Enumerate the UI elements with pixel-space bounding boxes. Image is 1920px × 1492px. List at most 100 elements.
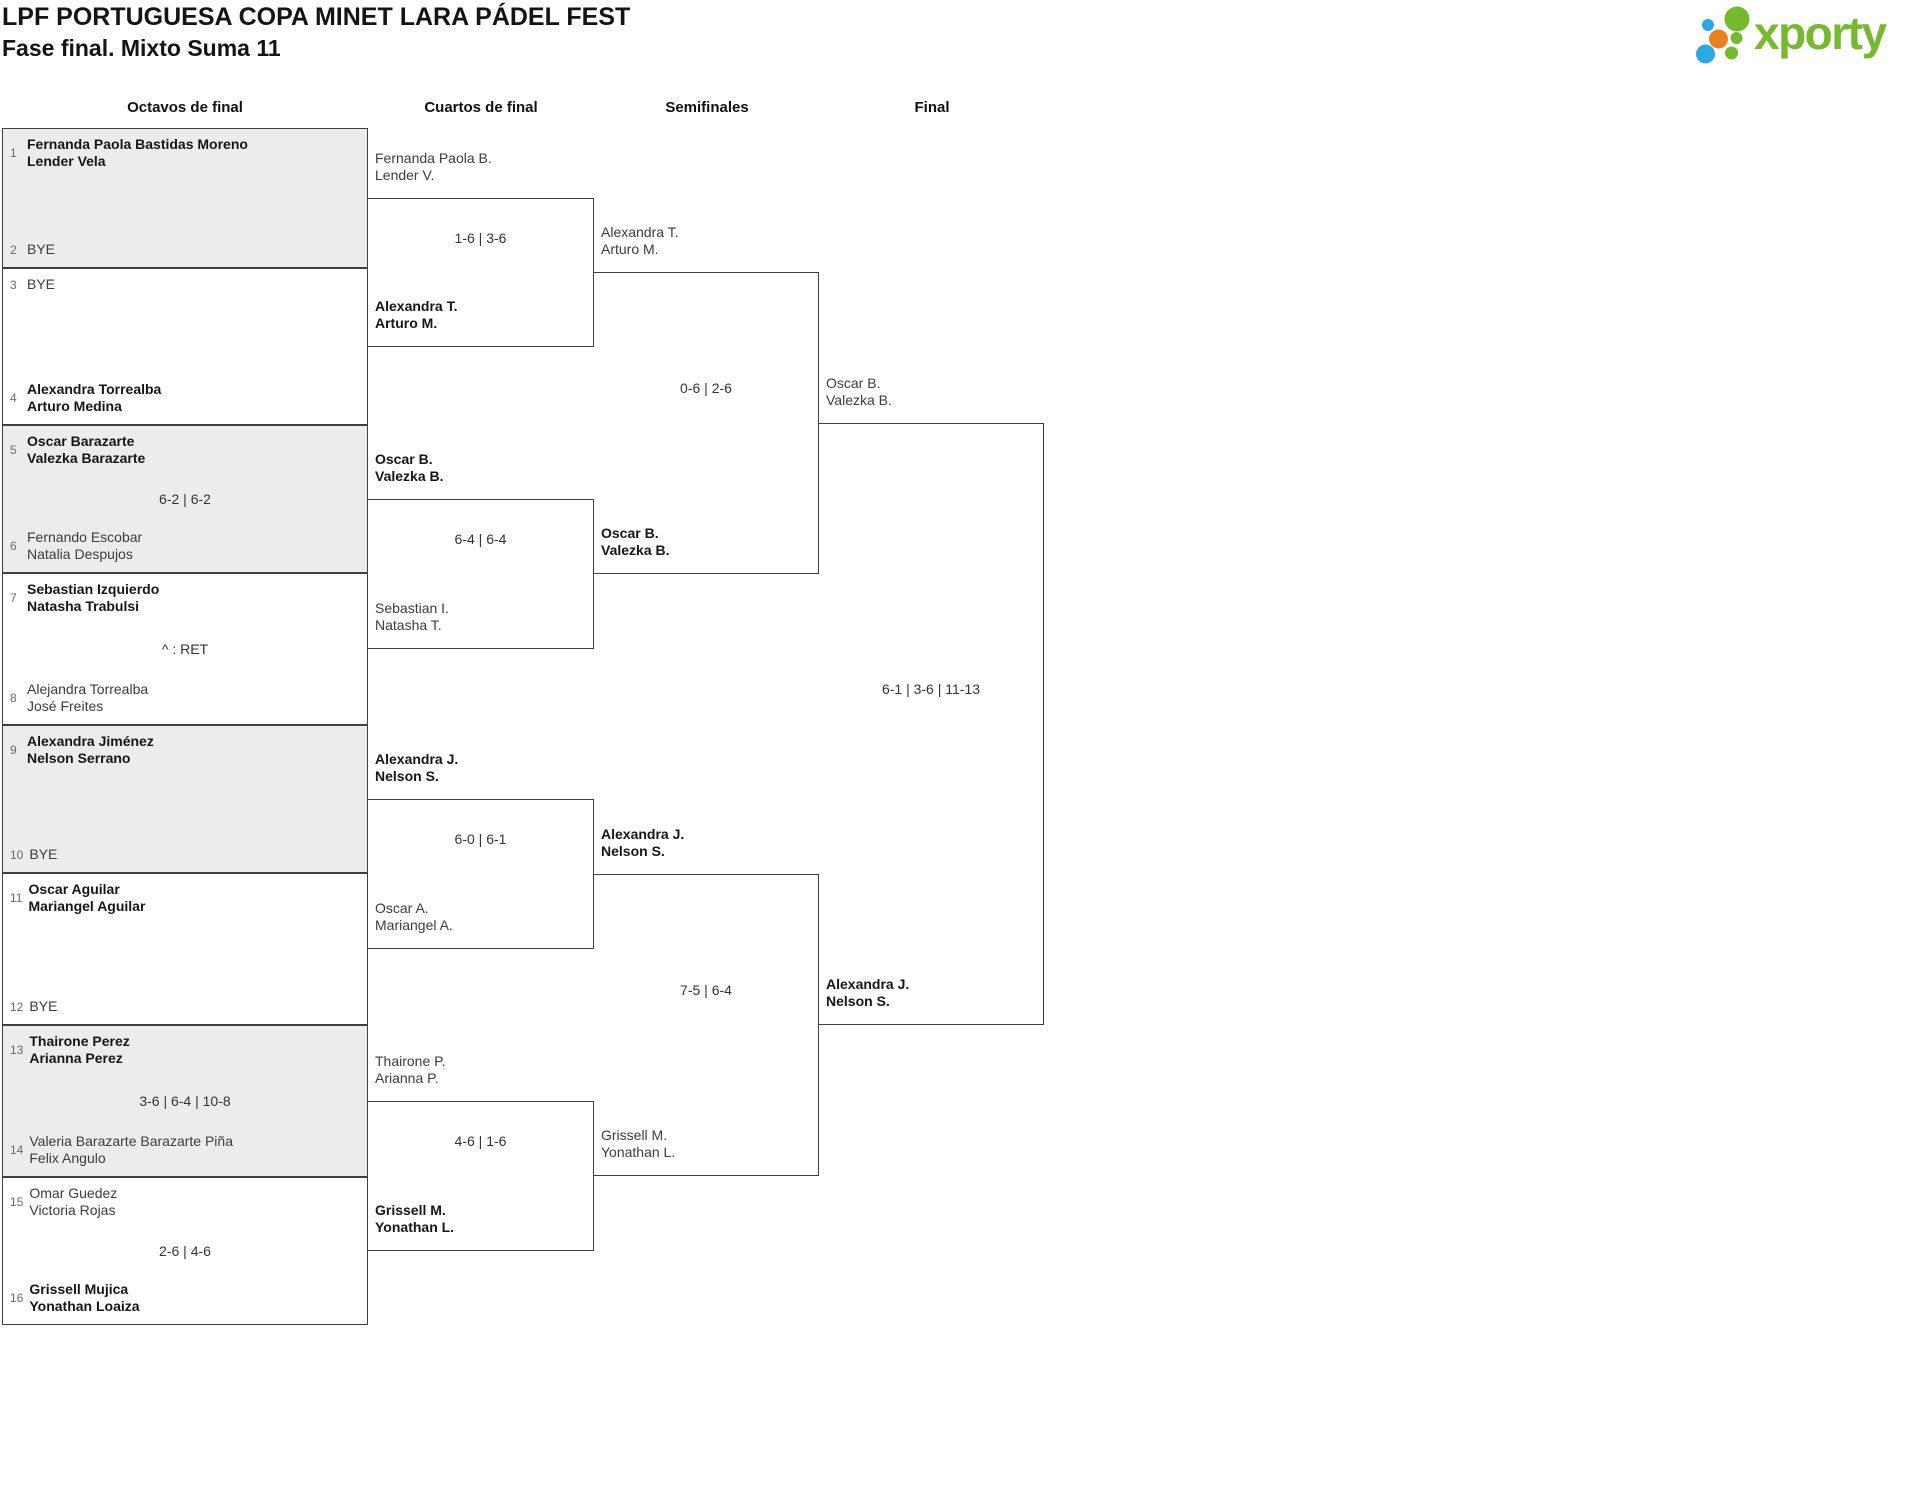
team-name-line: Alexandra Torrealba	[27, 381, 162, 397]
team-name-line: Natasha Trabulsi	[27, 598, 140, 614]
team-name-line: Lender V.	[375, 167, 435, 183]
match-cuartos-4: Thairone P. Arianna P. 4-6 | 1-6 Grissel…	[368, 1053, 594, 1251]
team-name-line: Arturo M.	[601, 241, 659, 257]
team-names: BYE	[27, 241, 55, 258]
match-cuartos-2: Oscar B. Valezka B. 6-4 | 6-4 Sebastian …	[368, 451, 594, 649]
team-name-line: Oscar Aguilar	[28, 881, 120, 897]
seed-number: 5	[10, 443, 17, 457]
round-header-final: Final	[914, 99, 950, 116]
team-entry: 5 Oscar Barazarte Valezka Barazarte	[10, 433, 361, 467]
team-names: Alexandra Jiménez Nelson Serrano	[27, 733, 154, 767]
team-entry: Alexandra J. Nelson S.	[375, 751, 458, 785]
team-name-line: Alexandra J.	[826, 976, 910, 992]
seed-number: 13	[10, 1043, 24, 1057]
team-entry: 12 BYE	[10, 998, 361, 1015]
seed-number: 4	[10, 391, 17, 405]
round-header-octavos: Octavos de final	[127, 99, 243, 116]
logo-dot-green-bottom	[1725, 46, 1738, 60]
team-name-line: Thairone Perez	[29, 1033, 130, 1049]
team-name-line: Sebastian I.	[375, 600, 449, 616]
team-names: BYE	[29, 846, 57, 863]
team-name-line: Oscar B.	[826, 375, 881, 391]
logo-dot-orange	[1709, 29, 1728, 49]
team-entry: Alexandra T. Arturo M.	[601, 224, 679, 258]
team-entry: 15 Omar Guedez Victoria Rojas	[10, 1185, 361, 1219]
round-header-cuartos: Cuartos de final	[424, 99, 538, 116]
match-semifinal-1: Alexandra T. Arturo M. 0-6 | 2-6 Oscar B…	[594, 224, 819, 574]
team-name-line: Valezka Barazarte	[27, 450, 146, 466]
team-name-line: Arturo Medina	[27, 398, 122, 414]
team-name-line: Valezka B.	[601, 542, 670, 558]
seed-number: 12	[10, 999, 24, 1014]
team-names: Fernando Escobar Natalia Despujos	[27, 529, 142, 563]
seed-number: 8	[10, 691, 17, 705]
team-name-line: Yonathan L.	[601, 1144, 676, 1160]
team-name-line: Fernando Escobar	[27, 529, 143, 545]
team-entry: Oscar B. Valezka B.	[826, 375, 892, 409]
page-subtitle: Fase final. Mixto Suma 11	[2, 35, 281, 61]
team-entry: 13 Thairone Perez Arianna Perez	[10, 1033, 361, 1067]
team-names: Alejandra Torrealba José Freites	[27, 681, 148, 715]
team-entry: 3 BYE	[10, 276, 361, 293]
team-name-line: Arturo M.	[375, 315, 438, 331]
seed-number: 6	[10, 539, 17, 553]
logo-dot-blue-large	[1696, 44, 1715, 64]
match-score: 2-6 | 4-6	[159, 1243, 211, 1259]
team-name-line: Alexandra T.	[375, 298, 458, 314]
match-score: 7-5 | 6-4	[680, 982, 732, 998]
match-score: 6-0 | 6-1	[454, 831, 507, 847]
match-octavos-4: 7 Sebastian Izquierdo Natasha Trabulsi ^…	[2, 573, 368, 725]
match-score: 0-6 | 2-6	[680, 380, 732, 396]
team-name-line: Grissell M.	[375, 1202, 446, 1218]
team-entry: 11 Oscar Aguilar Mariangel Aguilar	[10, 881, 361, 915]
team-name-line: BYE	[29, 846, 58, 862]
team-name-line: Alexandra T.	[601, 224, 679, 240]
team-names: Thairone Perez Arianna Perez	[29, 1033, 129, 1067]
team-name-line: Nelson S.	[601, 843, 665, 859]
team-name-line: Nelson S.	[826, 993, 890, 1009]
match-cuartos-1: Fernanda Paola B. Lender V. 1-6 | 3-6 Al…	[368, 150, 594, 347]
team-entry: Sebastian I. Natasha T.	[375, 600, 449, 634]
match-octavos-8: 15 Omar Guedez Victoria Rojas 2-6 | 4-6 …	[2, 1177, 368, 1325]
team-name-line: BYE	[27, 241, 56, 257]
match-score: 3-6 | 6-4 | 10-8	[139, 1093, 231, 1109]
team-name-line: Arianna P.	[375, 1070, 439, 1086]
page-title: LPF PORTUGUESA COPA MINET LARA PÁDEL FES…	[2, 3, 631, 31]
round-header-semifinales: Semifinales	[665, 99, 749, 116]
logo-dot-green-large	[1724, 6, 1750, 32]
team-entry: 14 Valeria Barazarte Barazarte Piña Feli…	[10, 1133, 361, 1167]
team-entry: Alexandra J. Nelson S.	[826, 976, 909, 1010]
match-octavos-2: 3 BYE 4 Alexandra Torrealba Arturo Medin…	[2, 268, 368, 425]
match-final: Oscar B. Valezka B. 6-1 | 3-6 | 11-13 Al…	[819, 375, 1044, 1025]
team-name-line: Fernanda Paola Bastidas Moreno	[27, 136, 248, 152]
team-entry: Oscar A. Mariangel A.	[375, 900, 453, 934]
match-octavos-3: 5 Oscar Barazarte Valezka Barazarte 6-2 …	[2, 425, 368, 573]
match-octavos-5: 9 Alexandra Jiménez Nelson Serrano 10 BY…	[2, 725, 368, 873]
team-name-line: Sebastian Izquierdo	[27, 581, 160, 597]
team-name-line: Valezka B.	[375, 468, 444, 484]
team-entry: Oscar B. Valezka B.	[375, 451, 444, 485]
seed-number: 14	[10, 1143, 24, 1157]
team-entry: Alexandra T. Arturo M.	[375, 298, 457, 332]
team-name-line: Valezka B.	[826, 392, 892, 408]
match-score: 4-6 | 1-6	[454, 1133, 507, 1149]
xporty-logo[interactable]: xporty	[1690, 4, 1920, 66]
team-names: Oscar Barazarte Valezka Barazarte	[27, 433, 145, 467]
team-names: Alexandra Torrealba Arturo Medina	[27, 381, 161, 415]
team-name-line: BYE	[27, 276, 56, 292]
team-name-line: Nelson S.	[375, 768, 439, 784]
team-name-line: Natasha T.	[375, 617, 442, 633]
match-octavos-1: 1 Fernanda Paola Bastidas Moreno Lender …	[2, 128, 368, 268]
team-name-line: Thairone P.	[375, 1053, 446, 1069]
logo-wordmark: xporty	[1754, 7, 1888, 59]
seed-number: 1	[10, 146, 17, 160]
team-name-line: BYE	[29, 998, 58, 1014]
seed-number: 3	[10, 277, 17, 292]
team-name-line: Felix Angulo	[29, 1150, 106, 1166]
team-entry: Grissell M. Yonathan L.	[375, 1202, 454, 1236]
team-name-line: Alexandra Jiménez	[27, 733, 154, 749]
team-entry: 8 Alejandra Torrealba José Freites	[10, 681, 361, 715]
team-names: BYE	[29, 998, 57, 1015]
team-name-line: José Freites	[27, 698, 104, 714]
team-entry: 4 Alexandra Torrealba Arturo Medina	[10, 381, 361, 415]
